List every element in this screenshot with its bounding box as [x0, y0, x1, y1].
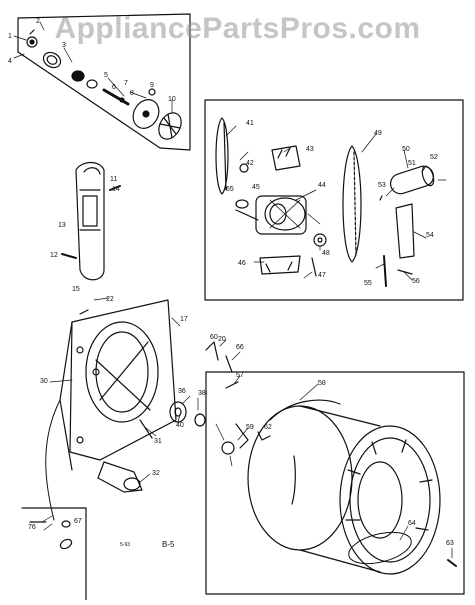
- callout-52: 52: [430, 154, 438, 161]
- callout-10: 10: [168, 96, 176, 103]
- callout-2: 2: [36, 18, 40, 25]
- callout-57: 57: [236, 372, 244, 379]
- callout-46: 46: [238, 260, 246, 267]
- callout-36: 36: [178, 388, 186, 395]
- callout-41: 41: [246, 120, 254, 127]
- small-code: 5-93: [120, 542, 131, 548]
- callout-9: 9: [150, 82, 154, 89]
- callout-42: 42: [246, 160, 254, 167]
- drum-seal: [348, 531, 412, 565]
- callout-47: 47: [318, 272, 326, 279]
- callout-43: 43: [306, 146, 314, 153]
- callout-8: 8: [130, 90, 134, 97]
- drum: [247, 399, 441, 575]
- callout-44: 44: [318, 182, 326, 189]
- callout-55: 55: [364, 280, 372, 287]
- leader-lines: [13, 21, 453, 559]
- callout-30: 30: [40, 378, 48, 385]
- callout-38: 38: [198, 390, 206, 397]
- callout-66: 66: [236, 344, 244, 351]
- callout-20: 20: [218, 336, 226, 343]
- callout-5: 5: [104, 72, 108, 79]
- callout-31: 31: [154, 438, 162, 445]
- drum-roller-shaft: [447, 559, 457, 567]
- callout-6: 6: [112, 84, 116, 91]
- callout-22: 22: [106, 296, 114, 303]
- heater-cone: [97, 461, 143, 493]
- callout-17: 17: [180, 316, 188, 323]
- motor-assembly: [215, 117, 435, 287]
- callout-53: 53: [378, 182, 386, 189]
- callout-13: 13: [58, 222, 66, 229]
- callout-67: 67: [74, 518, 82, 525]
- callout-63: 63: [446, 540, 454, 547]
- callout-15: 15: [72, 286, 80, 293]
- callout-59: 59: [246, 424, 254, 431]
- top-left-assembly-frame: [17, 13, 191, 151]
- callout-58: 58: [318, 380, 326, 387]
- callout-50: 50: [402, 146, 410, 153]
- callout-62: 62: [264, 424, 272, 431]
- inset-box: [21, 507, 87, 601]
- drum-support-parts: [169, 341, 249, 455]
- callout-76: 76: [28, 524, 36, 531]
- callout-65: 65: [226, 186, 234, 193]
- callout-11: 11: [110, 176, 118, 183]
- callout-64: 64: [408, 520, 416, 527]
- power-cord: [45, 399, 61, 521]
- callout-14: 14: [112, 186, 120, 193]
- drum-box: [205, 371, 465, 595]
- exhaust-duct: [61, 161, 121, 281]
- callout-7: 7: [124, 80, 128, 87]
- callout-54: 54: [426, 232, 434, 239]
- motor-belt-box: [204, 99, 464, 301]
- callout-51: 51: [408, 160, 416, 167]
- callout-1: 1: [8, 33, 12, 40]
- callout-40: 40: [176, 422, 184, 429]
- callout-56: 56: [412, 278, 420, 285]
- page-code: B-5: [162, 540, 175, 549]
- drum-shaft-assembly: [26, 29, 182, 140]
- callout-45: 45: [252, 184, 260, 191]
- callout-3: 3: [62, 42, 66, 49]
- callout-48: 48: [322, 250, 330, 257]
- callout-49: 49: [374, 130, 382, 137]
- callout-60: 60: [210, 334, 218, 341]
- callout-12: 12: [50, 252, 58, 259]
- callout-4: 4: [8, 58, 12, 65]
- callout-32: 32: [152, 470, 160, 477]
